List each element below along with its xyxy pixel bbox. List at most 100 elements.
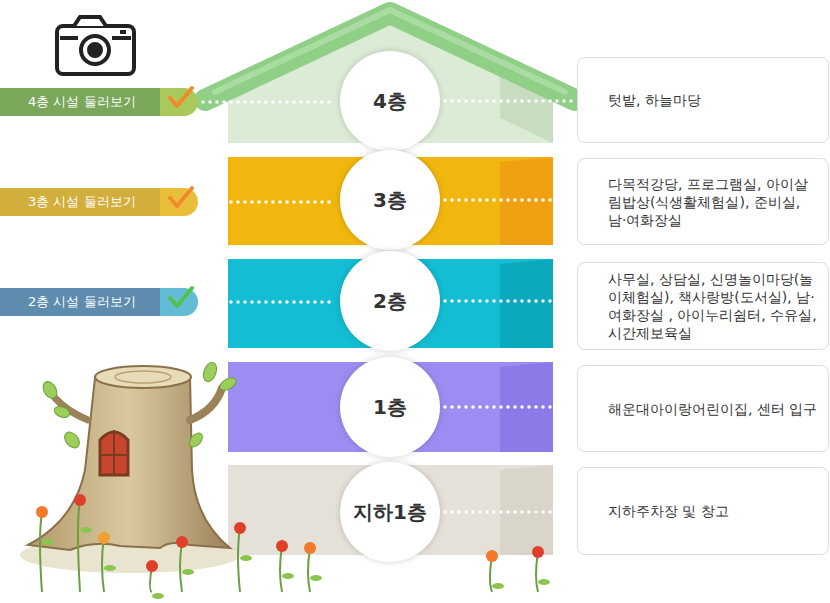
text-group: 2층 시설 둘러보기 bbox=[28, 293, 136, 311]
text-group: 3층 bbox=[373, 187, 407, 214]
flower-head bbox=[532, 546, 544, 558]
tag-label: 2층 시설 둘러보기 bbox=[28, 293, 136, 311]
facility-text: 지하주차장 및 창고 bbox=[608, 502, 729, 520]
flower-leaf bbox=[310, 575, 322, 581]
flower-stem bbox=[102, 538, 104, 592]
flower-head bbox=[176, 536, 188, 548]
illustration-part bbox=[57, 26, 134, 74]
illustration-part bbox=[60, 36, 78, 40]
text-group: 다목적강당, 프로그램실, 아이살림밥상(식생활체험실), 준비실, 남·여화장… bbox=[608, 175, 818, 229]
flowers bbox=[36, 494, 550, 599]
dotted-connector bbox=[445, 198, 572, 202]
flower-head bbox=[98, 532, 110, 544]
tree-stump bbox=[20, 361, 240, 573]
facility-box: 해운대아이랑어린이집, 센터 입구 bbox=[577, 365, 829, 452]
floor-circle: 지하1층 bbox=[340, 462, 440, 562]
illustration-part bbox=[112, 36, 131, 40]
flower-leaf bbox=[240, 555, 252, 561]
floor-label: 2층 bbox=[373, 288, 407, 315]
facility-text: 해운대아이랑어린이집, 센터 입구 bbox=[608, 400, 817, 418]
facility-box: 텃밭, 하늘마당 bbox=[577, 57, 829, 143]
dotted-connector bbox=[203, 300, 335, 304]
flower-leaf bbox=[42, 539, 54, 545]
facility-text: 다목적강당, 프로그램실, 아이살림밥상(식생활체험실), 준비실, 남·여화장… bbox=[608, 175, 818, 229]
check-mark bbox=[170, 88, 192, 106]
illustration-part bbox=[40, 379, 59, 401]
floor-circle: 4층 bbox=[340, 51, 440, 151]
illustration-part bbox=[190, 388, 222, 420]
flower-head bbox=[276, 540, 288, 552]
floor-label: 지하1층 bbox=[353, 499, 427, 526]
flower-leaf bbox=[538, 579, 550, 585]
text-group: 지하1층 bbox=[353, 499, 427, 526]
floor-label: 4층 bbox=[373, 88, 407, 115]
dotted-connector bbox=[445, 99, 572, 103]
illustration-part bbox=[115, 371, 171, 383]
flower-leaf bbox=[104, 565, 116, 571]
text-group: 2층 bbox=[373, 288, 407, 315]
illustration-part bbox=[28, 368, 230, 550]
flower-stem bbox=[180, 542, 182, 592]
floor-circle: 1층 bbox=[340, 357, 440, 457]
illustration-part bbox=[74, 17, 106, 26]
floor-tour-tag: 4층 시설 둘러보기 bbox=[0, 88, 198, 116]
dotted-connector bbox=[445, 405, 572, 409]
illustration-part bbox=[53, 405, 71, 420]
flower-leaf bbox=[152, 593, 164, 599]
camera-icon bbox=[57, 17, 134, 74]
illustration-part bbox=[170, 88, 192, 306]
text-group: 사무실, 상담실, 신명놀이마당(놀이체험실), 책사랑방(도서실), 남·여화… bbox=[608, 270, 818, 342]
flower-head bbox=[486, 550, 498, 562]
flower-stem bbox=[308, 548, 310, 592]
text-group: 3층 시설 둘러보기 bbox=[28, 193, 136, 211]
text-group: 1층 bbox=[373, 394, 407, 421]
floor-tour-tag: 3층 시설 둘러보기 bbox=[0, 188, 198, 216]
illustration-part bbox=[187, 431, 205, 450]
tag-label: 3층 시설 둘러보기 bbox=[28, 193, 136, 211]
illustration-part bbox=[201, 361, 219, 384]
facility-text: 사무실, 상담실, 신명놀이마당(놀이체험실), 책사랑방(도서실), 남·여화… bbox=[608, 270, 818, 342]
text-group: 지하주차장 및 창고 bbox=[608, 502, 729, 520]
floor-label: 1층 bbox=[373, 394, 407, 421]
flower-stem bbox=[78, 500, 80, 592]
flower-stem bbox=[40, 512, 42, 592]
flower-head bbox=[304, 542, 316, 554]
flower-head bbox=[234, 522, 246, 534]
dotted-connector bbox=[203, 200, 335, 204]
flower-stem bbox=[238, 528, 240, 592]
check-mark bbox=[170, 288, 192, 306]
text-group: 4층 bbox=[373, 88, 407, 115]
floor-tour-tag: 2층 시설 둘러보기 bbox=[0, 288, 198, 316]
illustration-part bbox=[500, 465, 553, 555]
flower-head bbox=[146, 560, 158, 572]
illustration-part bbox=[113, 430, 115, 475]
facility-box: 사무실, 상담실, 신명놀이마당(놀이체험실), 책사랑방(도서실), 남·여화… bbox=[577, 262, 829, 350]
flower-leaf bbox=[282, 573, 294, 579]
illustration-part bbox=[89, 44, 101, 56]
text-group: 해운대아이랑어린이집, 센터 입구 bbox=[608, 400, 817, 418]
facility-box: 다목적강당, 프로그램실, 아이살림밥상(식생활체험실), 준비실, 남·여화장… bbox=[577, 158, 829, 245]
illustration-part bbox=[500, 157, 553, 245]
illustration-part bbox=[40, 361, 238, 451]
illustration-part bbox=[62, 429, 83, 451]
illustration-part bbox=[218, 375, 239, 393]
flower-leaf bbox=[80, 527, 92, 533]
flower-head bbox=[36, 506, 48, 518]
tag-label: 4층 시설 둘러보기 bbox=[28, 93, 136, 111]
illustration-part bbox=[95, 366, 191, 388]
flower-stem bbox=[280, 546, 282, 592]
text-group: 4층 시설 둘러보기 bbox=[28, 93, 136, 111]
text-group: 텃밭, 하늘마당 bbox=[608, 91, 701, 109]
check-mark bbox=[170, 188, 192, 206]
floor-circle: 2층 bbox=[340, 251, 440, 351]
flower-leaf bbox=[182, 569, 194, 575]
floor-label: 3층 bbox=[373, 187, 407, 214]
facility-box: 지하주차장 및 창고 bbox=[577, 467, 829, 555]
illustration-part bbox=[500, 362, 553, 452]
dotted-connector bbox=[203, 100, 335, 104]
illustration-part bbox=[120, 30, 126, 34]
illustration-part bbox=[500, 259, 553, 348]
flower-head bbox=[74, 494, 86, 506]
flower-leaf bbox=[492, 583, 504, 589]
